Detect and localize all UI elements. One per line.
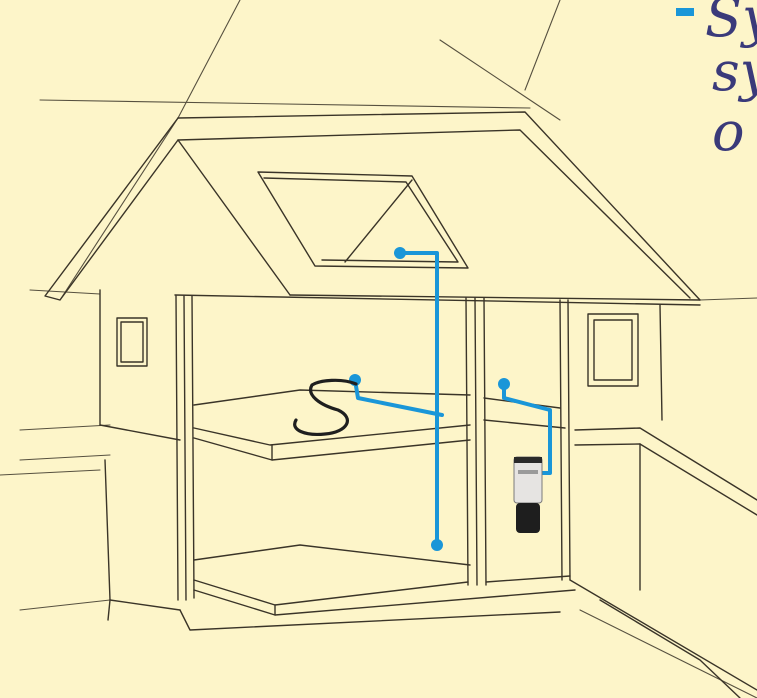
note-bullet — [676, 8, 694, 16]
left-wing — [100, 290, 180, 620]
note-line-2: sy — [712, 40, 757, 103]
right-wing — [570, 305, 757, 698]
vacuum-hose-icon — [295, 380, 356, 434]
inlet-valve-icon — [431, 539, 443, 551]
handwritten-note: Sy sy o — [676, 0, 757, 163]
inlet-valve-icon — [498, 378, 510, 390]
inlet-valve-icon — [394, 247, 406, 259]
central-vacuum-unit-icon — [514, 457, 542, 533]
roof — [45, 112, 700, 305]
note-line-3: o — [712, 100, 745, 163]
